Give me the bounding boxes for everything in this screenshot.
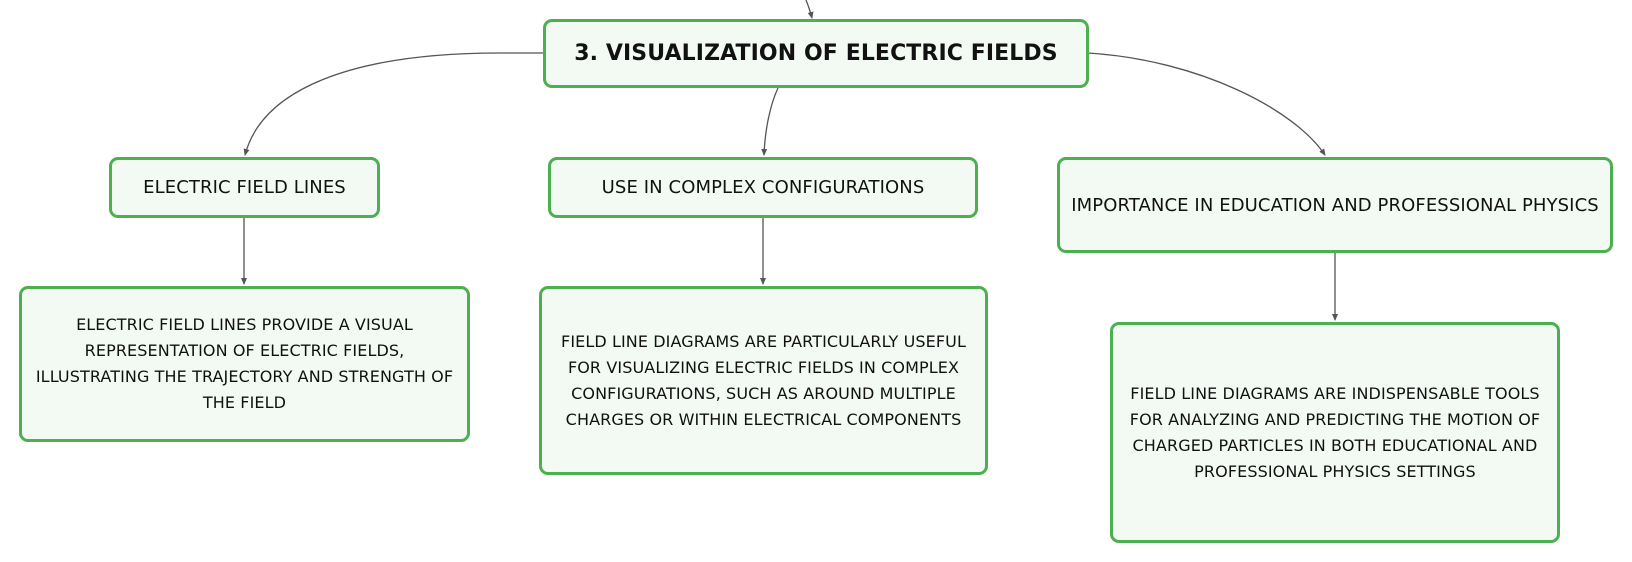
branch-node-importance-in-education[interactable]: IMPORTANCE IN EDUCATION AND PROFESSIONAL… <box>1057 157 1613 253</box>
detail-node-electric-field-lines[interactable]: ELECTRIC FIELD LINES PROVIDE A VISUAL RE… <box>19 286 470 442</box>
branch-node-electric-field-lines[interactable]: ELECTRIC FIELD LINES <box>109 157 380 218</box>
connector-root-to-branch-2 <box>761 87 779 156</box>
root-node[interactable]: 3. VISUALIZATION OF ELECTRIC FIELDS <box>543 19 1089 88</box>
detail-node-text: FIELD LINE DIAGRAMS ARE INDISPENSABLE TO… <box>1129 383 1541 481</box>
incoming-connector <box>805 0 814 19</box>
connector-root-to-branch-3 <box>1087 52 1326 156</box>
branch-node-label: IMPORTANCE IN EDUCATION AND PROFESSIONAL… <box>1071 194 1599 216</box>
branch-node-use-in-complex-configurations[interactable]: USE IN COMPLEX CONFIGURATIONS <box>548 157 978 218</box>
branch-node-label: USE IN COMPLEX CONFIGURATIONS <box>601 177 925 198</box>
detail-node-text: ELECTRIC FIELD LINES PROVIDE A VISUAL RE… <box>35 315 454 412</box>
detail-node-text: FIELD LINE DIAGRAMS ARE PARTICULARLY USE… <box>561 331 966 429</box>
root-node-label: 3. VISUALIZATION OF ELECTRIC FIELDS <box>574 41 1058 66</box>
connector-root-to-branch-1 <box>243 52 543 156</box>
detail-node-use-in-complex-configurations[interactable]: FIELD LINE DIAGRAMS ARE PARTICULARLY USE… <box>539 286 988 475</box>
detail-node-importance-in-education[interactable]: FIELD LINE DIAGRAMS ARE INDISPENSABLE TO… <box>1110 322 1560 543</box>
branch-node-label: ELECTRIC FIELD LINES <box>143 177 346 198</box>
